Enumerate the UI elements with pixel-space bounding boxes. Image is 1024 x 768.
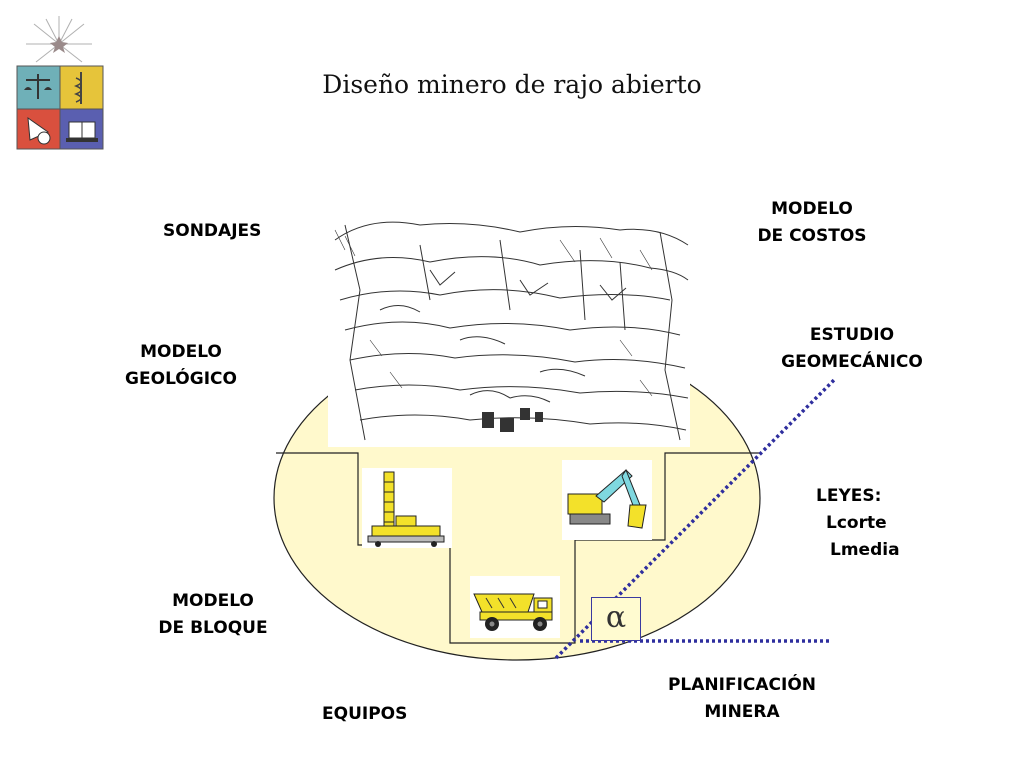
excavator-icon: [562, 460, 652, 540]
university-logo-icon: [16, 16, 104, 150]
label-planificacion-minera: PLANIFICACIÓN MINERA: [640, 672, 844, 726]
label-modelo-costos: MODELO DE COSTOS: [742, 196, 882, 250]
label-modelo-geologico-line1: MODELO: [140, 342, 222, 362]
mine-pit-sketch-icon: [328, 212, 690, 447]
alpha-angle-label: α: [591, 597, 641, 641]
label-leyes-line2: Lcorte: [826, 513, 887, 533]
label-modelo-costos-line2: DE COSTOS: [757, 226, 867, 246]
slide-title: Diseño minero de rajo abierto: [322, 70, 702, 99]
label-modelo-geologico: MODELO GEOLÓGICO: [108, 339, 254, 393]
label-estudio-geomecanico: ESTUDIO GEOMECÁNICO: [764, 322, 940, 376]
pit-profile: [276, 452, 760, 644]
drill-rig-icon: [362, 468, 452, 548]
label-modelo-costos-line1: MODELO: [771, 199, 853, 219]
label-modelo-geologico-line2: GEOLÓGICO: [125, 369, 237, 389]
label-modelo-bloque-line1: MODELO: [172, 591, 254, 611]
haul-truck-icon: [470, 576, 560, 638]
label-equipos: EQUIPOS: [322, 704, 408, 724]
label-estudio-line2: GEOMECÁNICO: [781, 352, 923, 372]
label-planificacion-line1: PLANIFICACIÓN: [667, 675, 817, 695]
label-leyes-line1: LEYES:: [816, 486, 882, 506]
label-modelo-bloque-line2: DE BLOQUE: [158, 618, 268, 638]
label-leyes: LEYES: Lcorte Lmedia: [812, 483, 912, 564]
label-sondajes: SONDAJES: [163, 221, 262, 241]
label-leyes-line3: Lmedia: [830, 540, 900, 560]
label-planificacion-line2: MINERA: [704, 702, 780, 722]
label-estudio-line1: ESTUDIO: [809, 325, 895, 345]
label-modelo-bloque: MODELO DE BLOQUE: [140, 588, 286, 642]
